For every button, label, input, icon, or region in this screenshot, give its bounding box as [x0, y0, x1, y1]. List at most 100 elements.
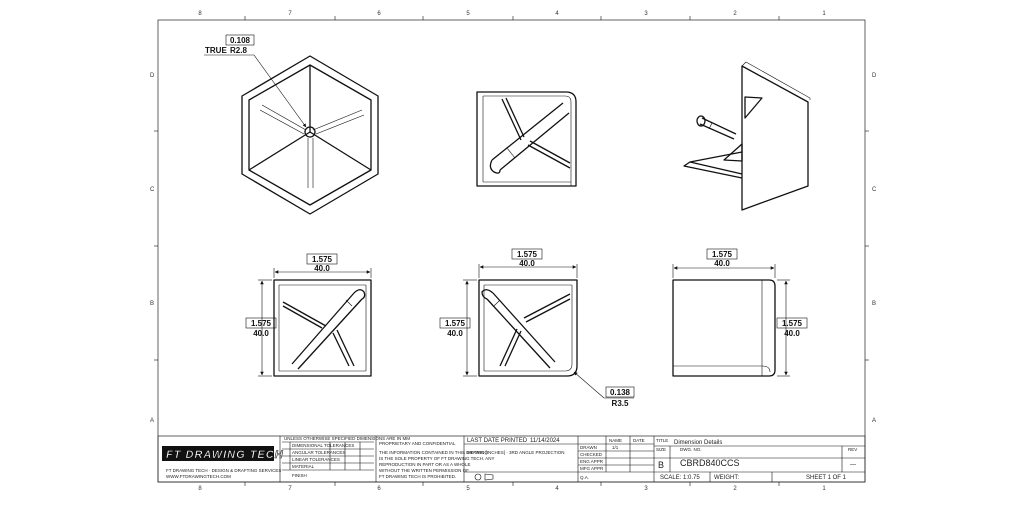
dim-mm: 40.0 [784, 329, 800, 338]
view-side [478, 279, 578, 377]
tolerance-row: FINISH [292, 473, 307, 478]
revision: — [850, 462, 856, 468]
company-logo: FT DRAWING TECH FT DRAWING TECH · DESIGN… [162, 446, 284, 479]
proprietary-line: FT DRAWING TECH IS PROHIBITED. [379, 474, 456, 479]
zone-label: 1 [822, 486, 826, 492]
view-top-diagonal [476, 91, 577, 187]
dim-inch: 1.575 [517, 250, 538, 259]
zone-label: 5 [466, 486, 470, 492]
dim-inch: 1.575 [312, 255, 333, 264]
dim-inch: 1.575 [712, 250, 733, 259]
callout-mm: R3.5 [612, 399, 629, 408]
dim-inch: 1.575 [445, 319, 466, 328]
drawn-date: 1/1 [612, 445, 619, 450]
projection-symbol [474, 473, 482, 481]
rev-label: REV [848, 447, 857, 452]
dim-front-width: 1.575 40.0 [273, 253, 372, 278]
dim-back-width: 1.575 40.0 [672, 248, 776, 278]
dim-side-width: 1.575 40.0 [478, 248, 578, 278]
sign-label: Q.A. [580, 475, 589, 480]
weight: WEIGHT: [714, 475, 739, 481]
zone-label: 4 [555, 11, 559, 17]
size-label: SIZE [656, 447, 666, 452]
callout-mm: R2.8 [230, 46, 247, 55]
dim-mm: 40.0 [519, 259, 535, 268]
sign-label: ENG APPR [580, 459, 604, 464]
last-printed-value: 11/14/2024 [530, 438, 560, 444]
zone-label: A [150, 418, 154, 424]
fillet-callout-large: 0.138 R3.5 [573, 371, 635, 408]
view-isometric [683, 61, 811, 211]
zone-label: 8 [198, 486, 202, 492]
company-line1: FT DRAWING TECH · DESIGN & DRAFTING SERV… [166, 468, 281, 473]
drawing-title: Dimension Details [674, 440, 722, 446]
title-label: TITLE [656, 438, 668, 443]
zone-label: C [150, 187, 155, 193]
col-header-date: DATE [633, 438, 645, 443]
zone-label: B [872, 301, 876, 307]
zone-label: A [872, 418, 876, 424]
tolerance-row: LINEAR TOLERANCES [292, 457, 340, 462]
sign-label: CHECKED [580, 452, 603, 457]
dim-mm: 40.0 [447, 329, 463, 338]
scale: SCALE: 1:0.75 [660, 475, 700, 481]
dim-mm: 40.0 [314, 264, 330, 273]
company-logo-text: FT DRAWING TECH [166, 449, 284, 461]
zone-label: D [872, 73, 877, 79]
company-line2: WWW.FTDRAWINGTECH.COM [166, 474, 231, 479]
col-header-name: NAME [609, 438, 622, 443]
dim-front-height: 1.575 40.0 [245, 279, 277, 377]
tolerance-row: MATERIAL [292, 464, 315, 469]
dim-mm: 40.0 [714, 259, 730, 268]
proprietary-line: IS THE SOLE PROPERTY OF FT DRAWING TECH.… [379, 456, 494, 461]
dim-back-height: 1.575 40.0 [776, 279, 808, 377]
zone-label: 2 [733, 486, 737, 492]
zone-label: 3 [644, 11, 648, 17]
sign-label: MFG APPR [580, 466, 604, 471]
zone-label: 7 [288, 11, 292, 17]
fillet-callout-small: 0.108 TRUE R2.8 [204, 34, 307, 128]
zone-label: 1 [822, 11, 826, 17]
tolerance-row: DIMENSIONAL TOLERANCES [292, 443, 354, 448]
tolerance-row: ANGULAR TOLERANCES [292, 450, 345, 455]
dwg-no-label: DWG. NO. [680, 447, 702, 452]
proprietary-notice: PROPRIETARY AND CONFIDENTIAL THE INFORMA… [379, 441, 494, 479]
proprietary-line: REPRODUCTION IN PART OR AS A WHOLE [379, 462, 471, 467]
sign-label: DRAWN [580, 445, 597, 450]
callout-prefix: TRUE [205, 46, 227, 55]
callout-inch: 0.138 [610, 388, 631, 397]
zone-label: 4 [555, 486, 559, 492]
sheet-count: SHEET 1 OF 1 [806, 475, 847, 481]
print-info: LAST DATE PRINTED 11/14/2024 METRIC [INC… [467, 438, 565, 481]
dim-mm: 40.0 [253, 329, 269, 338]
zone-labels-left: D C B A [150, 73, 155, 424]
signature-block: NAME DATE DRAWN 1/1 CHECKED ENG APPR MFG… [580, 438, 645, 480]
zone-label: 7 [288, 486, 292, 492]
view-corner-hexagon [241, 55, 379, 215]
title-block [157, 435, 866, 483]
dim-inch: 1.575 [782, 319, 803, 328]
zone-label: B [150, 301, 154, 307]
view-back [672, 279, 776, 377]
callout-inch: 0.108 [230, 36, 251, 45]
zone-label: 5 [466, 11, 470, 17]
dim-side-height: 1.575 40.0 [439, 279, 477, 377]
zone-label: 8 [198, 11, 202, 17]
last-printed-label: LAST DATE PRINTED [467, 438, 528, 444]
zone-label: 3 [644, 486, 648, 492]
zone-labels-bottom: 8 7 6 5 4 3 2 1 [198, 486, 826, 492]
view-front [273, 279, 372, 377]
proprietary-header: PROPRIETARY AND CONFIDENTIAL [379, 441, 456, 446]
proprietary-line: WITHOUT THE WRITTEN PERMISSION OF [379, 468, 469, 473]
zone-label: 2 [733, 11, 737, 17]
zone-label: D [150, 73, 155, 79]
units-line: METRIC [INCHES] · 3RD ANGLE PROJECTION [467, 450, 565, 455]
zone-label: 6 [377, 11, 381, 17]
zone-label: C [872, 187, 877, 193]
sheet-size: B [658, 460, 664, 470]
drawing-number: CBRD840CCS [680, 458, 740, 468]
tolerance-block: UNLESS OTHERWISE SPECIFIED DIMENSIONS AR… [284, 436, 410, 478]
dim-inch: 1.575 [251, 319, 272, 328]
zone-labels-top: 8 7 6 5 4 3 2 1 [198, 11, 826, 17]
